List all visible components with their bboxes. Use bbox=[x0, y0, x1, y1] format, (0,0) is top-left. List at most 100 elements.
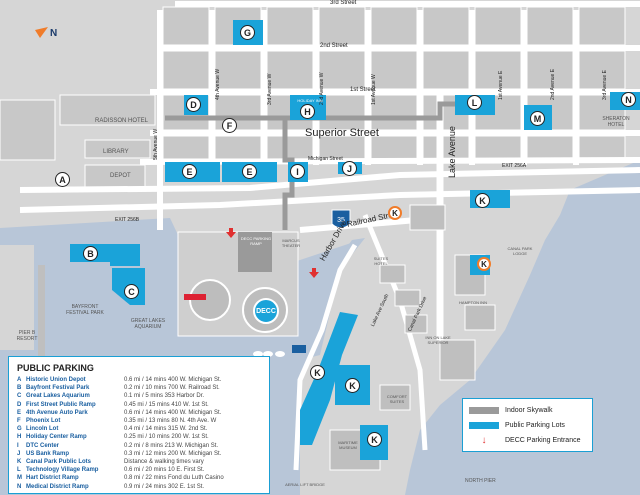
decc-logo-icon: DECC bbox=[253, 298, 279, 324]
landmark-canal-lodge: CANAL PARK LODGE bbox=[507, 246, 533, 256]
legend-lot-detail: 0.6 mi / 14 mins 400 W. Michigan St. bbox=[124, 377, 222, 383]
key-entrance: ↓ DECC Parking Entrance bbox=[469, 433, 586, 448]
compass-label: N bbox=[50, 28, 58, 39]
key-entrance-label: DECC Parking Entrance bbox=[505, 437, 581, 444]
legend-lot-name: First Street Public Ramp bbox=[26, 401, 96, 408]
key-skywalk-label: Indoor Skywalk bbox=[505, 407, 553, 414]
legend-lot-detail: 0.8 mi / 22 mins Fond du Luth Casino bbox=[124, 475, 224, 482]
city-block bbox=[526, 6, 574, 46]
legend-lot-name: Holiday Center Ramp bbox=[26, 434, 87, 441]
i35-shield-icon bbox=[331, 209, 351, 229]
parking-marker-n[interactable]: N bbox=[621, 92, 636, 107]
city-block bbox=[578, 6, 626, 46]
city-block bbox=[578, 135, 626, 160]
legend-letter: N bbox=[17, 483, 22, 490]
street-3rd-e: 3rd Avenue E bbox=[602, 70, 608, 100]
legend-letter: E bbox=[17, 409, 22, 416]
city-block bbox=[422, 135, 470, 160]
city-block bbox=[370, 135, 418, 160]
city-block bbox=[162, 6, 210, 46]
landmark-great-lakes: GREAT LAKES AQUARIUM bbox=[130, 318, 166, 330]
landmark-decc-ramp: DECC PARKING RAMP bbox=[240, 236, 272, 246]
parking-marker-k6[interactable]: K bbox=[367, 432, 382, 447]
city-block bbox=[370, 6, 418, 46]
city-block bbox=[526, 135, 574, 160]
legend-lot-name: Canal Park Public Lots bbox=[26, 459, 92, 466]
parking-marker-k3[interactable]: K bbox=[477, 257, 491, 271]
canal-park-road bbox=[362, 214, 428, 451]
parking-marker-i[interactable]: I bbox=[290, 164, 305, 179]
parking-marker-k5[interactable]: K bbox=[345, 378, 360, 393]
parking-marker-e2[interactable]: E bbox=[242, 164, 257, 179]
legend-letter: J bbox=[17, 450, 21, 457]
landmark-maritime: MARITIME MUSEUM bbox=[338, 440, 358, 450]
exit-256a: EXIT 256A bbox=[502, 163, 527, 169]
i35-label: 35 bbox=[337, 217, 345, 224]
parking-marker-m[interactable]: M bbox=[530, 111, 545, 126]
street-4th-w: 4th Avenue W bbox=[215, 68, 221, 100]
city-block bbox=[370, 94, 418, 131]
decc-entrance-arrow-icon bbox=[226, 228, 319, 278]
landmark-marcus: MARCUS THEATER bbox=[281, 238, 301, 248]
legend-lot-detail: 0.45 mi / 15 mins 410 W. 1st St. bbox=[124, 401, 209, 408]
legend-lot-detail: 0.9 mi / 24 mins 302 E. 1st St. bbox=[124, 483, 205, 490]
city-block bbox=[474, 6, 522, 46]
legend-item: E 4th Avenue Auto Park 0.6 mi / 14 mins 40… bbox=[17, 409, 263, 417]
landmark-north-pier: NORTH PIER bbox=[465, 478, 496, 484]
legend-letter: A bbox=[17, 377, 22, 383]
legend-lot-name: 4th Avenue Auto Park bbox=[26, 409, 88, 416]
parking-marker-k4[interactable]: K bbox=[310, 365, 325, 380]
parking-marker-a[interactable]: A bbox=[55, 172, 70, 187]
legend-lot-detail: 0.4 mi / 14 mins 315 W. 2nd St. bbox=[124, 426, 208, 433]
parking-marker-c[interactable]: C bbox=[124, 284, 139, 299]
legend-lot-detail: 0.6 mi / 14 mins 400 W. Michigan St. bbox=[124, 409, 222, 416]
landmark-hampton: HAMPTON INN bbox=[459, 300, 487, 305]
legend-lot-name: Phoenix Lot bbox=[26, 418, 61, 425]
entrance-arrow-icon: ↓ bbox=[481, 435, 487, 446]
legend-lot-detail: 0.6 mi / 20 mins 10 E. First St. bbox=[124, 467, 205, 474]
legend-lot-name: Bayfront Festival Park bbox=[26, 385, 90, 392]
city-block bbox=[84, 139, 151, 159]
parking-marker-l[interactable]: L bbox=[467, 95, 482, 110]
legend-letter: C bbox=[17, 393, 22, 400]
parking-marker-d[interactable]: D bbox=[186, 97, 201, 112]
legend-lot-detail: 0.35 mi / 13 mins 80 N. 4th Ave. W bbox=[124, 418, 217, 425]
parking-marker-k1[interactable]: K bbox=[388, 206, 402, 220]
legend-lot-detail: 0.2 mi / 8 mins 213 W. Michigan St. bbox=[124, 442, 219, 449]
landmark-depot: DEPOT bbox=[110, 173, 131, 179]
key-skywalk: Indoor Skywalk bbox=[469, 403, 586, 418]
street-1st-e: 1st Avenue E bbox=[498, 70, 504, 100]
city-block bbox=[0, 99, 56, 161]
map-key: Indoor Skywalk Public Parking Lots ↓ DEC… bbox=[462, 398, 593, 452]
lots-swatch bbox=[469, 422, 499, 429]
legend-lot-name: Technology Village Ramp bbox=[26, 467, 99, 474]
north-arrow-icon bbox=[35, 27, 48, 38]
legend-lot-detail: 0.2 mi / 10 mins 700 W. Railroad St. bbox=[124, 385, 220, 392]
landmark-inn-lake: INN ON LAKE SUPERIOR bbox=[425, 335, 451, 345]
streets bbox=[19, 1, 640, 230]
landmark-aerial: AERIAL LIFT BRIDGE bbox=[285, 482, 325, 487]
parking-marker-e1[interactable]: E bbox=[182, 164, 197, 179]
parking-marker-f[interactable]: F bbox=[222, 118, 237, 133]
parking-marker-b[interactable]: B bbox=[83, 246, 98, 261]
street-2nd: 2nd Street bbox=[320, 43, 348, 49]
parking-marker-j[interactable]: J bbox=[342, 161, 357, 176]
slip bbox=[38, 265, 45, 360]
landmark-comfort: COMFORT SUITES bbox=[386, 394, 408, 404]
parking-marker-g[interactable]: G bbox=[240, 25, 255, 40]
landmark-suites: SUITES HOTEL bbox=[373, 256, 389, 266]
parking-marker-h[interactable]: H bbox=[300, 104, 315, 119]
parking-marker-k2[interactable]: K bbox=[475, 193, 490, 208]
city-block bbox=[214, 135, 262, 160]
legend-lot-detail: 0.1 mi / 5 mins 353 Harbor Dr. bbox=[124, 393, 205, 400]
legend-lot-detail: 0.25 mi / 10 mins 200 W. 1st St. bbox=[124, 434, 209, 441]
